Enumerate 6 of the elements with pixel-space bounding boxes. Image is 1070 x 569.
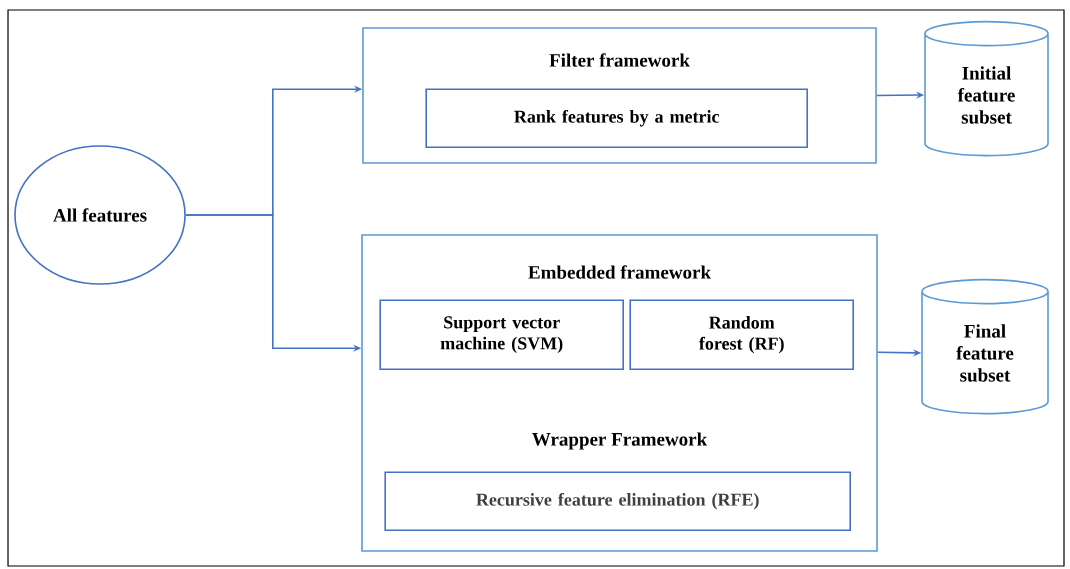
method-box: Recursive feature elimination (RFE)	[384, 471, 851, 531]
method-box: Random forest (RF)	[629, 299, 854, 370]
database-cylinder: Initial feature subset	[924, 20, 1049, 157]
method-box: Support vector machine (SVM)	[379, 299, 624, 370]
method-box: Rank features by a metric	[425, 88, 808, 148]
database-cylinder: Final feature subset	[921, 278, 1049, 415]
